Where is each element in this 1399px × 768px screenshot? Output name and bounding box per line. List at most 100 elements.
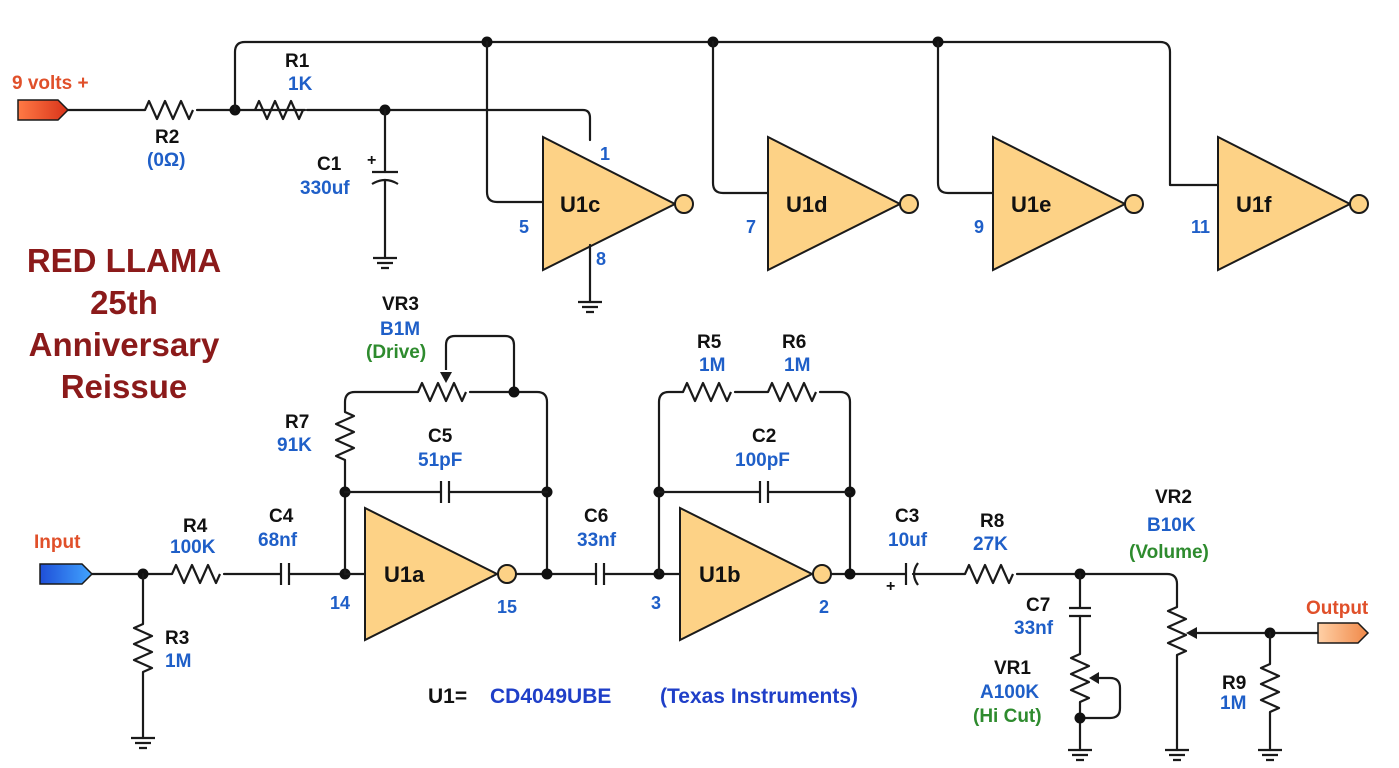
r4-value: 100K xyxy=(170,537,216,558)
u1f-gate xyxy=(1217,135,1353,272)
output-label: Output xyxy=(1306,598,1369,619)
title-line-4: Reissue xyxy=(61,368,188,405)
power-connector xyxy=(17,99,70,121)
u1a-name: U1a xyxy=(384,562,425,587)
vr3-value: B1M xyxy=(380,319,420,340)
input-connector xyxy=(39,563,94,585)
power-section: 9 volts + R2 (0Ω) R1 1K + C1 330uf U1c xyxy=(12,36,1369,314)
vr3-potentiometer xyxy=(416,381,468,403)
r8-resistor xyxy=(963,563,1015,585)
c6-ref: C6 xyxy=(584,506,608,527)
u1c-ground xyxy=(578,300,602,314)
u1c-gate xyxy=(542,135,678,272)
r9-resistor xyxy=(1259,662,1281,714)
vr1-ref: VR1 xyxy=(994,658,1031,679)
title-block: RED LLAMA 25th Anniversary Reissue xyxy=(27,242,221,405)
u1b-gate xyxy=(679,506,815,642)
r2-resistor xyxy=(143,99,195,121)
note-prefix: U1= xyxy=(428,685,467,708)
r5-value: 1M xyxy=(699,355,725,376)
r2-ref: R2 xyxy=(155,127,179,148)
title-line-2: 25th xyxy=(90,284,158,321)
u1c-pin-gnd: 8 xyxy=(596,249,606,269)
r9-ground xyxy=(1258,748,1282,762)
r4-ref: R4 xyxy=(183,516,208,537)
r1-resistor xyxy=(253,99,305,121)
u1b-pin-out: 2 xyxy=(819,597,829,617)
vr1-label: (Hi Cut) xyxy=(973,706,1042,727)
u1e-name: U1e xyxy=(1011,192,1051,217)
r8-ref: R8 xyxy=(980,511,1004,532)
u1c-pin-in: 5 xyxy=(519,217,529,237)
c4-ref: C4 xyxy=(269,506,294,527)
vr3-ref: VR3 xyxy=(382,294,419,315)
vr2-ref: VR2 xyxy=(1155,487,1192,508)
power-label: 9 volts + xyxy=(12,73,89,94)
c1-value: 330uf xyxy=(300,178,350,199)
c4-value: 68nf xyxy=(258,530,298,551)
u1d-pin-in: 7 xyxy=(746,217,756,237)
u1c-pin-vdd: 1 xyxy=(600,144,610,164)
c1-ground xyxy=(373,256,397,270)
r7-ref: R7 xyxy=(285,412,309,433)
r1-ref: R1 xyxy=(285,51,310,72)
u1f-pin-in: 11 xyxy=(1191,217,1210,237)
c1-polarity: + xyxy=(367,152,376,169)
signal-section: Input R3 1M R4 100K C4 68nf R7 91K VR3 xyxy=(34,294,1370,762)
vr1-ground xyxy=(1068,748,1092,762)
vr2-value: B10K xyxy=(1147,515,1196,536)
part-note: U1= CD4049UBE (Texas Instruments) xyxy=(428,685,858,708)
input-label: Input xyxy=(34,532,81,553)
r6-resistor xyxy=(766,381,818,403)
u1a-pin-in: 14 xyxy=(330,593,350,613)
r8-value: 27K xyxy=(973,534,1008,555)
vr1-value: A100K xyxy=(980,682,1039,703)
u1b-pin-in: 3 xyxy=(651,593,661,613)
u1d-name: U1d xyxy=(786,192,828,217)
c2-capacitor xyxy=(758,481,770,503)
vr3-wiper-arrow xyxy=(440,372,452,383)
u1a-pin-out: 15 xyxy=(497,597,517,617)
vr1-wiper xyxy=(1080,676,1122,720)
c7-value: 33nf xyxy=(1014,618,1054,639)
title-line-3: Anniversary xyxy=(29,326,220,363)
r3-value: 1M xyxy=(165,651,191,672)
vr3-label: (Drive) xyxy=(366,342,426,363)
c6-value: 33nf xyxy=(577,530,617,551)
r6-value: 1M xyxy=(784,355,810,376)
c2-value: 100pF xyxy=(735,450,790,471)
r3-ref: R3 xyxy=(165,628,189,649)
u1e-gate xyxy=(992,135,1128,272)
u1f-name: U1f xyxy=(1236,192,1272,217)
vr1-wiper-arrow xyxy=(1089,672,1099,684)
vr2-ground xyxy=(1165,748,1189,762)
r7-value: 91K xyxy=(277,435,312,456)
c3-ref: C3 xyxy=(895,506,919,527)
u1c-name: U1c xyxy=(560,192,600,217)
c4-capacitor xyxy=(279,563,291,585)
c5-ref: C5 xyxy=(428,426,453,447)
c7-ref: C7 xyxy=(1026,595,1050,616)
r5-resistor xyxy=(681,381,733,403)
u1d-gate xyxy=(767,135,903,272)
c2-ref: C2 xyxy=(752,426,776,447)
output-connector xyxy=(1317,622,1370,644)
c5-value: 51pF xyxy=(418,450,462,471)
vr2-label: (Volume) xyxy=(1129,542,1209,563)
r4-resistor xyxy=(170,563,222,585)
note-part: CD4049UBE xyxy=(490,685,611,708)
r3-ground xyxy=(131,736,155,750)
r1-value: 1K xyxy=(288,74,313,95)
r9-ref: R9 xyxy=(1222,673,1246,694)
r7-resistor xyxy=(334,410,356,462)
u1b-name: U1b xyxy=(699,562,741,587)
r9-value: 1M xyxy=(1220,693,1246,714)
r2-value: (0Ω) xyxy=(147,150,185,171)
vr1-potentiometer xyxy=(1069,652,1091,704)
c3-polarity: + xyxy=(886,578,895,595)
r5-ref: R5 xyxy=(697,332,722,353)
c5-capacitor xyxy=(439,481,451,503)
r3-resistor xyxy=(132,622,154,674)
c7-capacitor xyxy=(1069,606,1091,618)
